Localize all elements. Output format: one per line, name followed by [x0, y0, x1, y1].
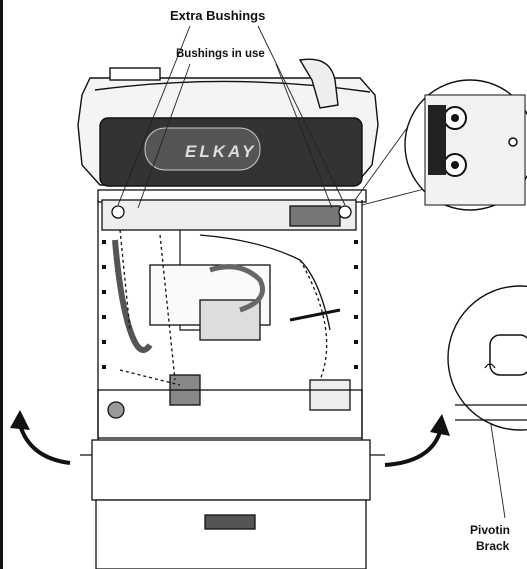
rotation-arrow-left: [10, 410, 71, 465]
pivoting-label-line2: Brack: [476, 539, 510, 553]
cabinet-frame: [97, 189, 367, 440]
lower-skirt: [80, 439, 385, 569]
detail-callout-circle: [404, 79, 527, 211]
brand-label: ELKAY: [185, 142, 257, 161]
leader-lines: [117, 25, 506, 519]
bushings-in-use-label: Bushings in use: [176, 48, 265, 60]
pivoting-label-line1: Pivotin: [470, 523, 511, 537]
left-border-bar: [0, 0, 3, 569]
rotation-arrow-right: [384, 414, 450, 467]
extra-bushings-label: Extra Bushings: [170, 8, 266, 23]
basin: [77, 58, 379, 187]
bracket-detail-circle: [447, 285, 527, 431]
